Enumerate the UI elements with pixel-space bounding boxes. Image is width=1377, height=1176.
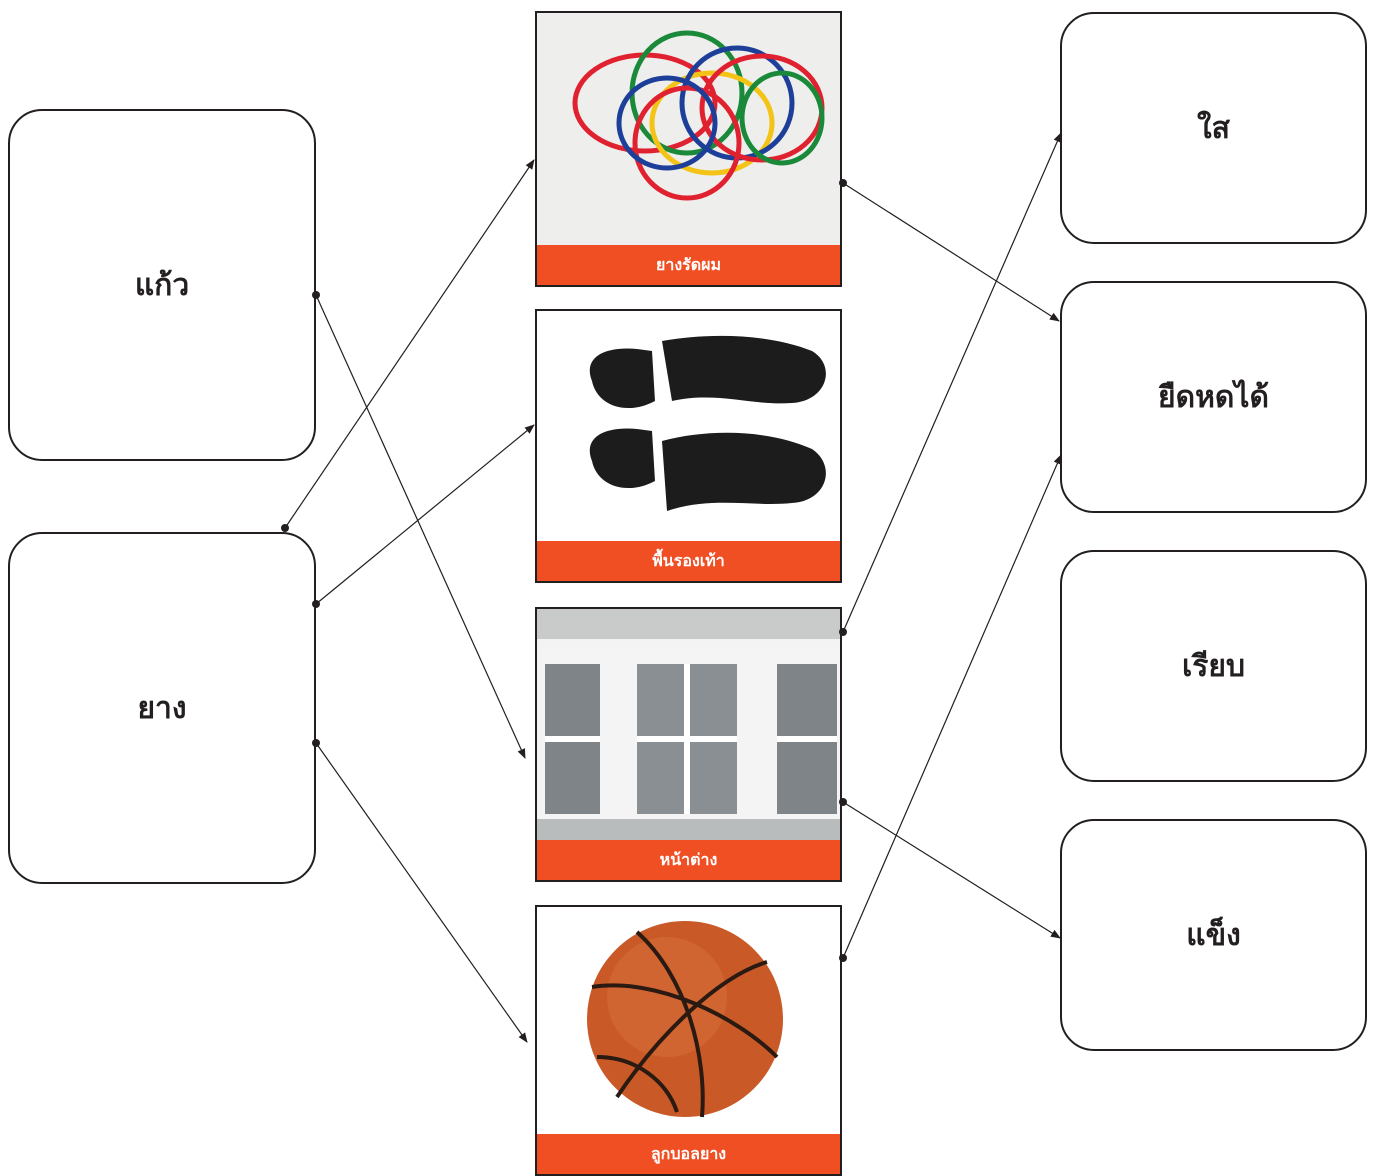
card-caption: หน้าต่าง bbox=[537, 840, 840, 880]
card-shoe-soles[interactable]: พื้นรองเท้า bbox=[535, 309, 842, 583]
left-box-rubber[interactable]: ยาง bbox=[8, 532, 316, 884]
left-box-label: ยาง bbox=[137, 690, 187, 726]
basketball-image bbox=[537, 907, 840, 1134]
arrow-rubber-to-ball bbox=[315, 742, 528, 1043]
card-caption: พื้นรองเท้า bbox=[537, 541, 840, 581]
right-box-smooth[interactable]: เรียบ bbox=[1060, 550, 1367, 782]
left-box-label: แก้ว bbox=[134, 267, 190, 303]
window-image bbox=[537, 609, 840, 840]
arrow-ball-to-stretchy bbox=[842, 454, 1062, 959]
arrow-bands-to-stretchy bbox=[842, 182, 1060, 322]
right-box-stretchy[interactable]: ยืดหดได้ bbox=[1060, 281, 1367, 513]
right-box-label: ใส bbox=[1197, 110, 1230, 146]
card-caption: ลูกบอลยาง bbox=[537, 1134, 840, 1174]
right-box-label: ยืดหดได้ bbox=[1158, 379, 1269, 415]
arrow-rubber-to-soles bbox=[315, 424, 535, 605]
arrow-rubber-to-bands bbox=[284, 159, 535, 529]
card-caption: ยางรัดผม bbox=[537, 245, 840, 285]
right-box-hard[interactable]: แข็ง bbox=[1060, 819, 1367, 1051]
card-basketball[interactable]: ลูกบอลยาง bbox=[535, 905, 842, 1176]
shoe-soles-image bbox=[537, 311, 840, 541]
left-box-glass[interactable]: แก้ว bbox=[8, 109, 316, 461]
right-box-label: แข็ง bbox=[1186, 917, 1241, 953]
arrow-window-to-clear bbox=[842, 132, 1062, 633]
rubber-bands-image bbox=[537, 13, 840, 245]
right-box-clear[interactable]: ใส bbox=[1060, 12, 1367, 244]
arrow-glass-to-window bbox=[315, 294, 526, 759]
card-rubber-bands[interactable]: ยางรัดผม bbox=[535, 11, 842, 287]
arrow-window-to-hard bbox=[842, 801, 1061, 939]
card-window[interactable]: หน้าต่าง bbox=[535, 607, 842, 882]
right-box-label: เรียบ bbox=[1182, 648, 1245, 684]
